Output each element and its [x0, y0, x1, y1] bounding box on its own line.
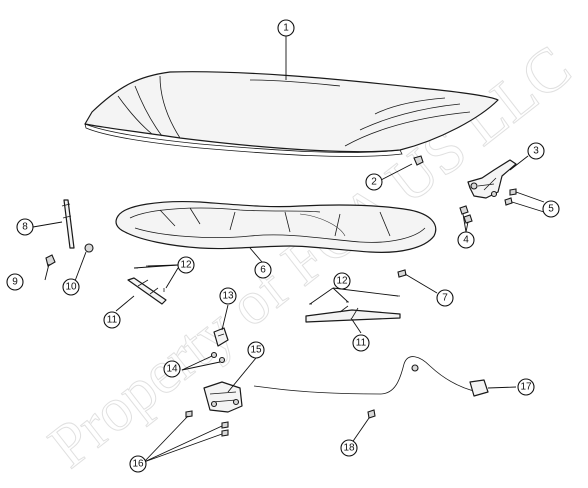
- svg-text:4: 4: [463, 235, 469, 246]
- svg-text:6: 6: [260, 265, 266, 276]
- callout-18: 18: [340, 439, 358, 457]
- hood-panel: [84, 71, 499, 157]
- svg-text:12: 12: [336, 276, 348, 287]
- hood-latch: [203, 381, 243, 413]
- callout-12-left: 12: [177, 256, 195, 274]
- svg-text:13: 13: [222, 291, 234, 302]
- callout-12-right: 12: [333, 272, 351, 290]
- callout-17: 17: [517, 378, 535, 396]
- svg-text:9: 9: [12, 277, 18, 288]
- callout-13: 13: [219, 287, 237, 305]
- svg-text:3: 3: [533, 146, 539, 157]
- callout-7: 7: [436, 289, 454, 307]
- callout-9: 9: [6, 273, 24, 291]
- callout-11-right: 11: [352, 334, 370, 352]
- callout-14: 14: [163, 360, 181, 378]
- svg-text:5: 5: [548, 204, 554, 215]
- hinge-bolts: [504, 188, 517, 206]
- callout-16: 16: [129, 455, 147, 473]
- svg-text:8: 8: [22, 222, 28, 233]
- svg-text:2: 2: [371, 177, 377, 188]
- svg-text:17: 17: [520, 382, 532, 393]
- release-cable: [253, 356, 489, 397]
- svg-text:11: 11: [107, 315, 118, 326]
- hood-insulator: [115, 201, 437, 253]
- svg-text:1: 1: [283, 23, 289, 34]
- svg-text:12: 12: [180, 260, 192, 271]
- gas-strut-left: [127, 277, 167, 305]
- callout-4: 4: [457, 231, 475, 249]
- insulator-clip: [397, 269, 407, 278]
- cable-clip: [367, 409, 376, 419]
- prop-rod-grommet: [45, 254, 56, 267]
- latch-bolts: [185, 410, 229, 437]
- callout-3: 3: [527, 142, 545, 160]
- svg-text:16: 16: [132, 459, 144, 470]
- svg-text:18: 18: [343, 443, 355, 454]
- prop-rod-clip: [84, 243, 94, 253]
- callout-2: 2: [365, 173, 383, 191]
- strut-screws-right: [309, 295, 400, 305]
- callout-1: 1: [277, 19, 295, 37]
- svg-text:7: 7: [442, 293, 448, 304]
- callout-15: 15: [247, 341, 265, 359]
- svg-text:14: 14: [166, 364, 178, 375]
- callout-10: 10: [62, 278, 80, 296]
- callout-11-left: 11: [103, 311, 121, 329]
- prop-rod: [61, 199, 75, 249]
- svg-text:15: 15: [250, 345, 262, 356]
- hinge-nuts: [459, 205, 473, 224]
- callout-6: 6: [254, 261, 272, 279]
- svg-text:10: 10: [65, 282, 77, 293]
- latch-bracket: [213, 327, 229, 347]
- gas-strut-right: [305, 305, 401, 323]
- hood-bumper: [413, 155, 424, 166]
- svg-text:11: 11: [356, 338, 367, 349]
- hood-hinge: [467, 159, 517, 199]
- latch-fasteners: [210, 351, 226, 364]
- callout-5: 5: [542, 200, 560, 218]
- callout-8: 8: [16, 218, 34, 236]
